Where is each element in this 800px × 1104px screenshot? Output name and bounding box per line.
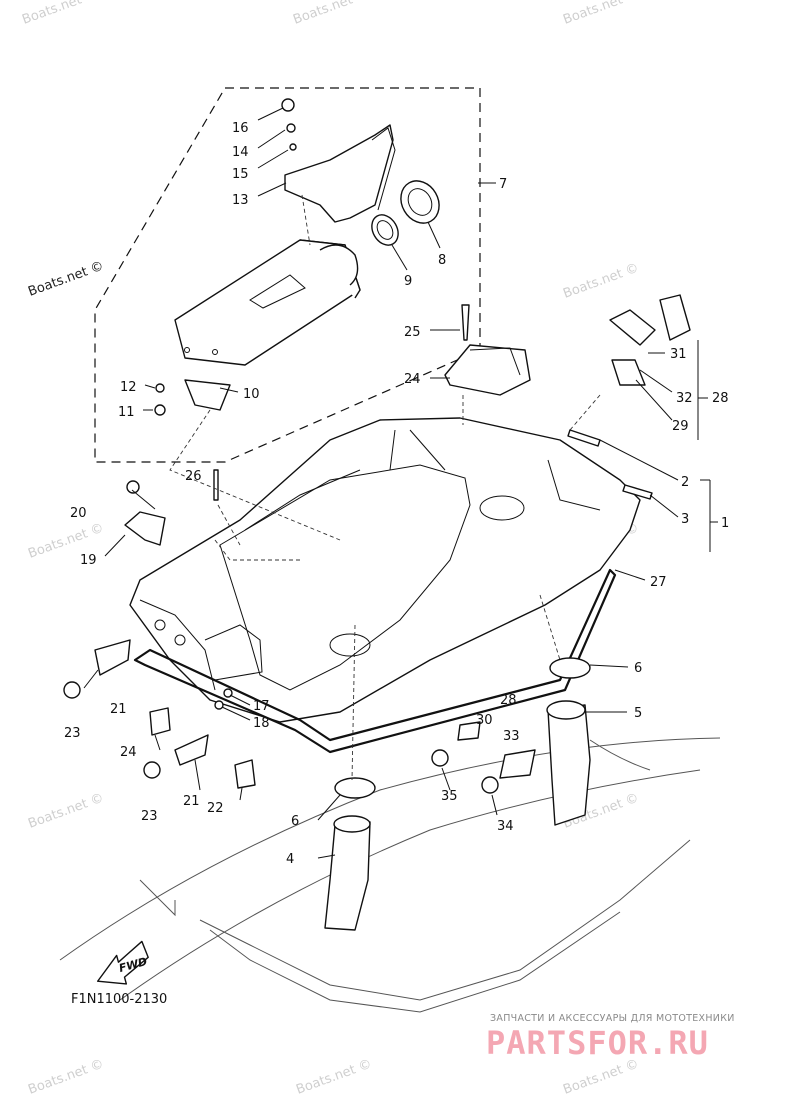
watermark: Boats.net © (26, 1057, 106, 1098)
assembly-boundary (94, 87, 481, 463)
plate-24 (149, 707, 171, 736)
callout-23: 23 (64, 726, 81, 741)
plate-19 (124, 511, 166, 546)
watermark: Boats.net © (291, 0, 371, 28)
watermark: Boats.net © (561, 1057, 641, 1098)
callout-10: 10 (243, 387, 260, 402)
bolt-23b (143, 761, 161, 779)
air-box (174, 239, 361, 366)
watermark-dark: Boats.net © (26, 259, 106, 300)
hose-5-end (546, 700, 586, 720)
ring-9 (371, 214, 399, 246)
callout-12: 12 (120, 380, 137, 395)
watermark: Boats.net © (26, 791, 106, 832)
hose-4-end (333, 815, 371, 833)
callout-24: 24 (404, 372, 421, 387)
hull-outline (59, 737, 721, 1013)
callout-19: 19 (80, 553, 97, 568)
clamp-6 (549, 657, 591, 679)
callout-6: 6 (634, 661, 642, 676)
handle-24 (444, 344, 531, 396)
callout-labels: 16 14 15 13 7 8 9 25 24 31 32 28 29 12 1… (64, 121, 729, 867)
callout-9: 9 (404, 274, 412, 289)
callout-35: 35 (441, 789, 458, 804)
washer-15 (289, 143, 297, 151)
callout-22: 22 (207, 801, 224, 816)
callout-29: 29 (672, 419, 689, 434)
brand-logo: PARTSFOR.RU (486, 1024, 709, 1062)
pad-2 (567, 429, 601, 447)
callout-2: 2 (681, 475, 689, 490)
hose-4 (324, 821, 371, 931)
bracket-13 (284, 124, 394, 223)
callout-27: 27 (650, 575, 667, 590)
ring-8 (400, 180, 440, 224)
callout-14: 14 (232, 145, 249, 160)
plate-30 (457, 721, 481, 741)
bolt-14 (286, 123, 296, 133)
clamp-6b (334, 777, 376, 799)
bracket-10 (184, 379, 231, 411)
bracket-21 (94, 639, 131, 676)
plate-22 (234, 759, 256, 789)
callout-5: 5 (634, 706, 642, 721)
callout-28: 28 (712, 391, 729, 406)
watermark: Boats.net © (20, 0, 100, 28)
callout-33: 33 (503, 729, 520, 744)
callout-23b: 23 (141, 809, 158, 824)
plate-33 (499, 749, 536, 779)
callout-24b: 24 (120, 745, 137, 760)
clip-31 (609, 309, 656, 346)
clip-29 (611, 359, 646, 386)
callout-32: 32 (676, 391, 693, 406)
callout-34: 34 (497, 819, 514, 834)
callout-15: 15 (232, 167, 249, 182)
callout-18: 18 (253, 716, 270, 731)
watermark: Boats.net © (294, 1057, 374, 1098)
callout-16: 16 (232, 121, 249, 136)
rod-26 (213, 469, 219, 501)
stud-25 (461, 304, 470, 341)
callout-25: 25 (404, 325, 421, 340)
seal-27 (133, 568, 617, 754)
callout-3: 3 (681, 512, 689, 527)
brand-tagline: ЗАПЧАСТИ И АКСЕССУАРЫ ДЛЯ МОТОТЕХНИКИ (490, 1013, 735, 1024)
callout-28b: 28 (500, 693, 517, 708)
bolt-23 (63, 681, 81, 699)
diagram-code: F1N1100-2130 (71, 992, 167, 1007)
callout-1: 1 (721, 516, 729, 531)
watermark: Boats.net © (561, 0, 641, 28)
callout-30: 30 (476, 713, 493, 728)
callout-21b: 21 (183, 794, 200, 809)
hose-5 (547, 704, 591, 826)
bolt-11 (154, 404, 166, 416)
screw-20 (126, 480, 140, 494)
clip-31b (659, 294, 691, 341)
hidden-lines (169, 194, 601, 781)
callout-21: 21 (110, 702, 127, 717)
callout-4: 4 (286, 852, 294, 867)
nut-18 (214, 700, 224, 710)
watermark: Boats.net © (561, 261, 641, 302)
washer-12 (155, 383, 165, 393)
callout-6b: 6 (291, 814, 299, 829)
leader-lines (83, 107, 718, 859)
callout-20: 20 (70, 506, 87, 521)
callout-17: 17 (253, 699, 270, 714)
nut-16 (281, 98, 295, 112)
callout-11: 11 (118, 405, 135, 420)
callout-26: 26 (185, 469, 202, 484)
callout-7: 7 (499, 177, 507, 192)
bracket-21b (174, 734, 209, 766)
bolt-35 (431, 749, 449, 767)
callout-31: 31 (670, 347, 687, 362)
pad-3 (622, 484, 653, 500)
callout-8: 8 (438, 253, 446, 268)
nut-34 (481, 776, 499, 794)
callout-13: 13 (232, 193, 249, 208)
